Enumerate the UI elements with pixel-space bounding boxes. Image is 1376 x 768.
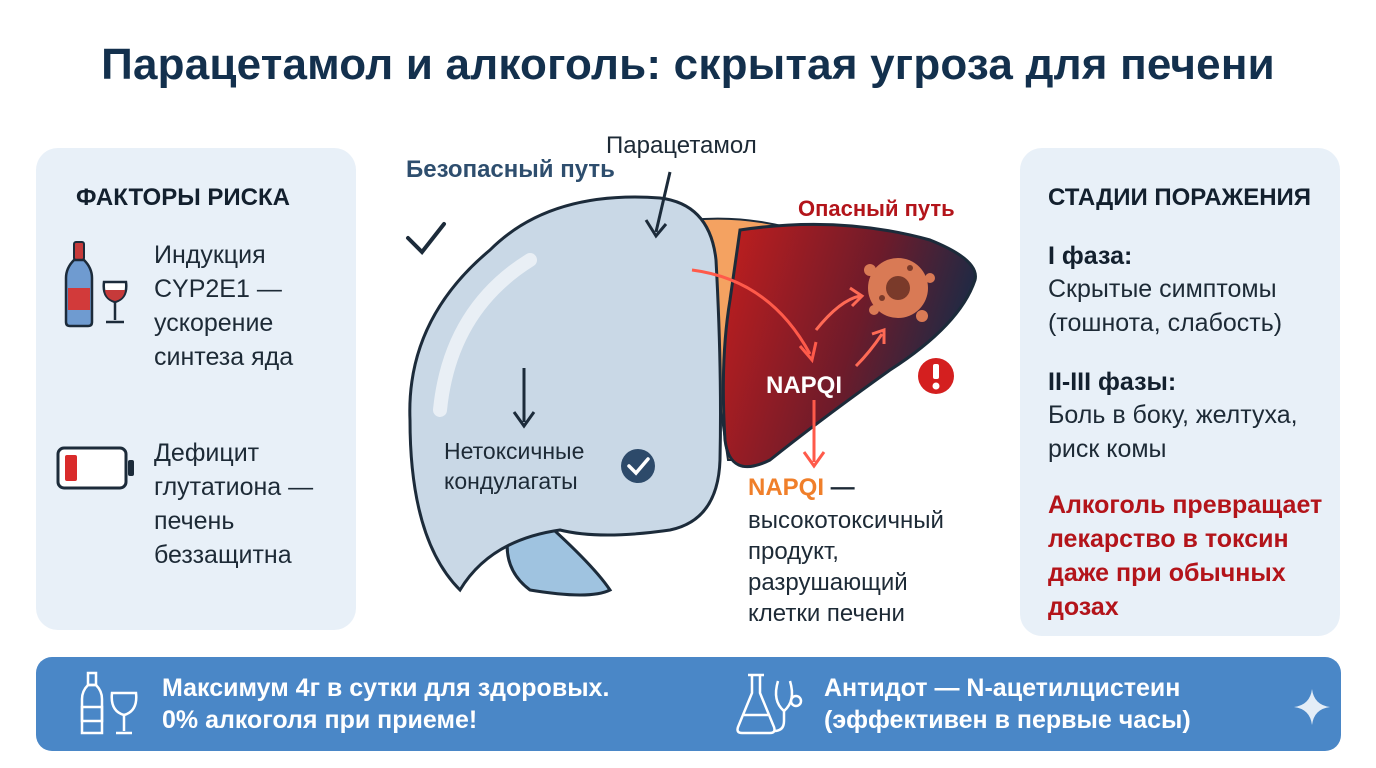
stages-panel: СТАДИИ ПОРАЖЕНИЯ I фаза: Скрытые симптом… xyxy=(1020,148,1340,636)
wine-bottle-glass-icon xyxy=(64,241,128,328)
risk-item-glutathione: Дефицит глутатиона — печень беззащитна xyxy=(154,436,344,572)
napqi-term-word: NAPQI xyxy=(748,474,825,501)
risk-line: синтеза яда xyxy=(154,343,294,371)
safe-down-arrow-head xyxy=(512,411,536,429)
risk-line: беззащитна xyxy=(154,541,292,569)
input-arrow-head xyxy=(644,219,668,239)
flask-stethoscope-icon xyxy=(736,673,803,735)
damaged-cell-icon xyxy=(864,258,935,322)
stage-line: Скрытые симптомы xyxy=(1048,275,1277,303)
bottom-line: (эффективен в первые часы) xyxy=(824,706,1191,734)
risk-line: ускорение xyxy=(154,309,274,337)
bottle-glass-icon xyxy=(80,671,138,735)
low-battery-icon xyxy=(56,446,134,490)
danger-arrow-to-cell xyxy=(814,294,861,331)
risk-line: глутатиона — xyxy=(154,473,314,501)
page-title: Парацетамол и алкоголь: скрытая угроза д… xyxy=(101,40,1275,89)
nontoxic-line: Нетоксичные xyxy=(444,438,585,464)
risk-line: Индукция xyxy=(154,241,266,269)
antidote-text: Антидот — N-ацетилцистеин (эффективен в … xyxy=(824,672,1191,736)
bottom-line: Антидот — N-ацетилцистеин xyxy=(824,674,1181,702)
risk-line: Дефицит xyxy=(154,439,260,467)
sparkle-icon xyxy=(1294,689,1330,725)
warning-icon xyxy=(918,358,954,394)
napqi-desc-line: клетки печени xyxy=(748,600,905,627)
stage-line: риск комы xyxy=(1048,435,1167,463)
danger-path-label: Опасный путь xyxy=(798,196,955,221)
stages-heading: СТАДИИ ПОРАЖЕНИЯ xyxy=(1048,184,1312,211)
risk-factors-heading: ФАКТОРЫ РИСКА xyxy=(76,184,290,211)
napqi-description: высокотоксичный продукт, разрушающий кле… xyxy=(748,505,988,629)
warning-line: даже при обычных xyxy=(1048,559,1286,587)
risk-line: CYP2E1 — xyxy=(154,275,282,303)
paracetamol-label: Парацетамол xyxy=(606,132,757,159)
napqi-desc-line: разрушающий xyxy=(748,569,908,596)
danger-arrow-up xyxy=(854,333,884,368)
bottom-line: Максимум 4г в сутки для здоровых. xyxy=(162,674,610,702)
nontoxic-label: Нетоксичные кондулагаты xyxy=(444,436,584,496)
safe-path-label: Безопасный путь xyxy=(406,156,615,183)
napqi-dash: — xyxy=(824,474,855,501)
dose-limit-text: Максимум 4г в сутки для здоровых. 0% алк… xyxy=(162,672,609,736)
warning-line: дозах xyxy=(1048,593,1119,621)
risk-factors-panel: ФАКТОРЫ РИСКА Индукция CYP2E1 — ускорени… xyxy=(36,148,356,630)
risk-item-cyp2e1: Индукция CYP2E1 — ускорение синтеза яда xyxy=(154,238,344,374)
bottom-line: 0% алкоголя при приеме! xyxy=(162,706,478,734)
liver-diagram xyxy=(406,171,977,597)
stage-line: Боль в боку, желтуха, xyxy=(1048,401,1298,429)
highlight-shape xyxy=(433,253,537,417)
warning-line: Алкоголь превращает xyxy=(1048,491,1323,519)
danger-arrow xyxy=(691,268,812,355)
napqi-desc-line: высокотоксичный xyxy=(748,507,944,534)
phase2-text: Боль в боку, желтуха, риск комы xyxy=(1048,398,1328,466)
nontoxic-line: кондулагаты xyxy=(444,468,578,494)
warning-line: лекарство в токсин xyxy=(1048,525,1289,553)
bottom-info-bar: Максимум 4г в сутки для здоровых. 0% алк… xyxy=(36,657,1341,751)
safe-lobe xyxy=(408,195,722,593)
phase2-label: II-III фазы: xyxy=(1048,368,1177,396)
napqi-term: NAPQI — xyxy=(748,474,855,502)
stage-line: (тошнота, слабость) xyxy=(1048,309,1283,337)
risk-line: печень xyxy=(154,507,235,535)
input-arrow xyxy=(654,171,672,233)
safe-check-icon xyxy=(406,222,446,256)
alcohol-warning: Алкоголь превращает лекарство в токсин д… xyxy=(1048,488,1338,624)
phase1-label: I фаза: xyxy=(1048,242,1133,270)
napqi-inner-label: NAPQI xyxy=(766,372,843,399)
napqi-desc-line: продукт, xyxy=(748,538,839,565)
phase1-text: Скрытые симптомы (тошнота, слабость) xyxy=(1048,272,1328,340)
danger-lobe xyxy=(721,222,977,469)
nontoxic-check-icon xyxy=(621,449,655,483)
